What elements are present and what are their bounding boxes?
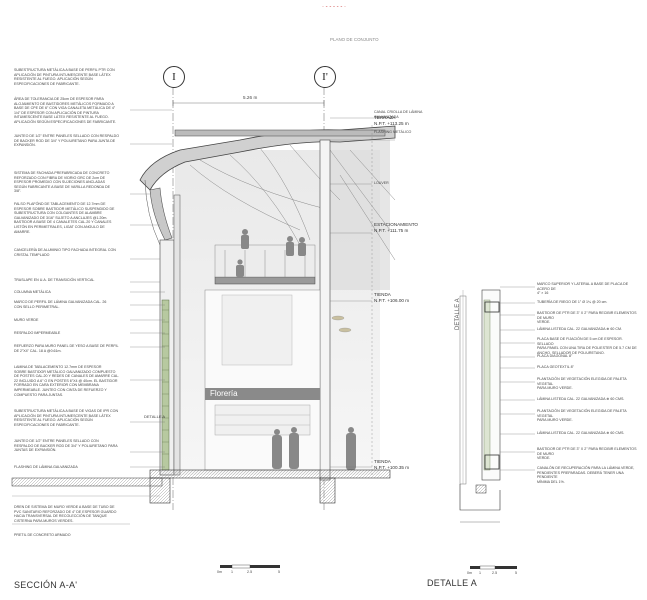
scale-label: 1 [231,570,234,574]
level-terrace: TERRAZA N.P.T. +113.25 m [374,115,409,126]
note-transition: TRASLAPE EN U.A. DE TRANSICIÓN VERTICAL [14,278,95,282]
scale-bar-left [220,564,280,569]
note-louver: LOUVER [374,181,389,185]
detail-title: DETALLE A [427,578,478,588]
top-mark: · - - - - - · [322,4,346,10]
mezzanine-slab [214,276,316,285]
detail-note: PLANTACIÓN DE VEGETACIÓN ELEGIDA DE PALE… [537,377,627,391]
level-value: N.P.T. +106.00 m [374,297,410,303]
note-frame-profile: MARCO DE PERFIL DE LÁMINA GALVANIZADA CA… [14,300,107,309]
scale-label: 2.5 [247,570,253,574]
note-cement-board: LAMINA DE TABLACEMENTO 12.7mm DE ESPESOR… [14,365,120,397]
detail-note: BASTIDOR DE PTR DE 3" X 2" PARA RECIBIR … [537,447,637,461]
note-canal: CANAL CRIOLLA DE LÁMINA GALVANIZADA [374,110,423,119]
scale-label: 5 [278,570,281,574]
level-value: N.P.T. +111.75 m [374,227,409,233]
detail-note: PLACA GEOTEXTIL 8" [537,365,574,369]
dimension-top: 5.26 m [243,95,258,100]
green-wall [161,299,170,471]
note-joint-top: JUNTEO DE 1/2" ENTRE PANELES SELLADO CON… [14,134,119,148]
detail-note: PLACA BASE DE FIJACIÓN DE 5 cm DE ESPESO… [537,337,637,355]
note-false-ceiling: FALSO PLAFÓND DE TABLACEMENTO DE 12.7mm … [14,202,115,234]
note-substructure-bottom: SUBESTRUCTURA METÁLICA A BASE DE VIGAS D… [14,409,119,427]
axis-marker-left: I [163,66,185,88]
note-flashing-right: FLASHING METÁLICO [374,130,412,134]
detail-a-drawing [459,286,535,523]
level-store-upper: TIENDA N.P.T. +106.00 m [374,292,409,303]
detail-callout-vertical: DETALLE A [455,298,461,330]
level-store-ground: TIENDA N.P.T. +100.35 m [374,459,409,470]
note-flashing: FLASHING DE LÁMINA GALVANIZADA [14,465,78,469]
scale-label: 2.5 [492,571,498,575]
detail-note: LÁMINA LISTEDA CAL. 22 GALVANIZADA ⊕ 60 … [537,327,622,331]
level-value: N.P.T. +100.35 m [374,464,410,470]
shop-sign: Florería [210,389,238,398]
scale-label: 0m [467,571,473,575]
level-name: TIENDA [374,292,391,297]
note-parapet: PRETIL DE CONCRETO ARMADO [14,533,71,537]
level-parking: ESTACIONAMIENTO N.P.T. +111.75 m [374,222,418,233]
note-drain: DREN DE SISTEMA DE MURO VERDE A BASE DE … [14,505,117,523]
note-joint-bottom: JUNTEO DE 1/2" ENTRE PANELES SELLADO CON… [14,439,118,453]
detail-note: PLACA DIAGONAL 8" [537,354,573,358]
detail-note: LÁMINA LISTEDA CAL. 22 GALVANIZADA ⊕ 60 … [537,431,625,435]
level-value: N.P.T. +113.25 m [374,120,409,126]
detail-note: LÁMINA LISTEDA CAL. 22 GALVANIZADA ⊕ 60 … [537,397,625,401]
scale-label: 0m [217,570,223,574]
note-curtain-wall: CANCELERÍA DE ALUMINIO TIPO FACHADA INTE… [14,248,116,257]
detail-note: CANALÓN DE RECUPERACIÓN PARA LA LÁMINA V… [537,466,635,484]
note-facade-system: SISTEMA DE FACHADA PREFABRICADA DE CONCR… [14,171,110,194]
scale-bar-right [470,565,517,570]
note-column: COLUMNA METÁLICA [14,290,51,294]
level-name: ESTACIONAMIENTO [374,222,418,227]
note-green-wall: MURO VERDE [14,318,39,322]
note-tolerance-area: ÁREA DE TOLERANCIA DE 25cm DE ESPESOR PA… [14,97,117,124]
level-name: TERRAZA [374,115,396,120]
level-name: TIENDA [374,459,391,464]
detail-note: TUBERÍA DE RIEGO DE 1" Ø 1¼ @ 20 cm. [537,300,608,304]
detail-note: BASTIDOR DE PTR DE 3" X 2" PARA RECIBIR … [537,311,637,325]
note-waterproof: RESPALDO IMPERMEABLE [14,331,61,335]
scale-label: 5 [515,571,518,575]
section-title: SECCIÓN A-A' [14,580,78,590]
detail-note: MARCO SUPERIOR Y LATERAL A BASE DE PLACA… [537,282,629,296]
note-reinforcement: REFUERZO PARA MURO PANEL DE YESO A BASE … [14,344,119,353]
detail-note: PLANTACIÓN DE VEGETACIÓN ELEGIDA DE PALE… [537,409,627,423]
central-column [319,139,331,481]
axis-marker-right: I' [314,66,336,88]
floor-slab [149,469,391,479]
detail-callout-section: DETALLE A [144,414,166,419]
plan-label: PLANO DE CONJUNTO [330,37,379,42]
scale-label: 1 [479,571,482,575]
note-substructure-top: SUBESTRUCTURA METÁLICA A BASE DE PERFIL … [14,68,115,86]
